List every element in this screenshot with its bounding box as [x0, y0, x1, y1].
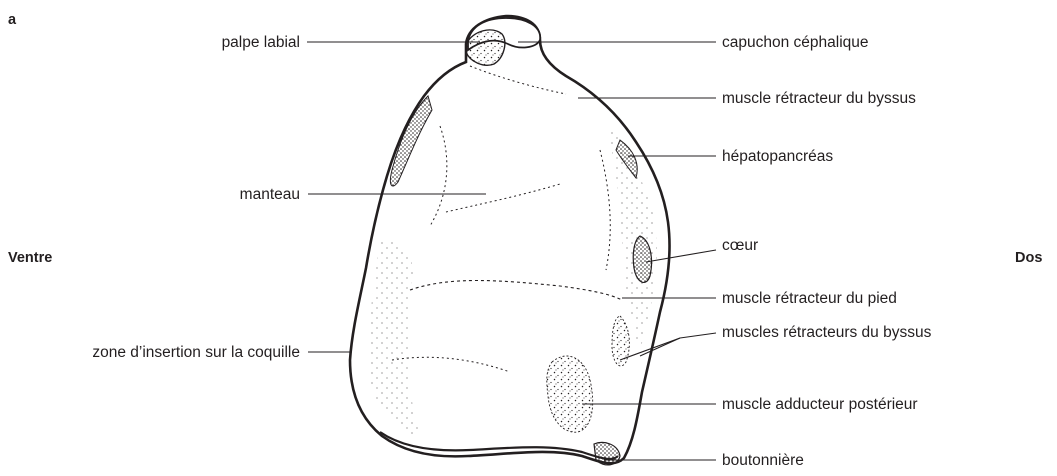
orientation-ventre: Ventre: [8, 250, 52, 266]
label-palpe-labial: palpe labial: [222, 34, 300, 51]
orientation-dos: Dos: [1015, 250, 1042, 266]
label-retracteur-pied: muscle rétracteur du pied: [722, 290, 897, 307]
label-hepatopancreas: hépatopancréas: [722, 148, 833, 165]
mussel-body-illustration: [350, 16, 670, 465]
leader-retracteurs-byssus-c: [680, 333, 716, 338]
label-coeur: cœur: [722, 237, 758, 254]
label-capuchon: capuchon céphalique: [722, 34, 869, 51]
label-retracteur-byssus: muscle rétracteur du byssus: [722, 90, 916, 107]
label-retracteurs-byssus: muscles rétracteurs du byssus: [722, 324, 932, 341]
label-adducteur: muscle adducteur postérieur: [722, 396, 918, 413]
label-boutonniere: boutonnière: [722, 452, 804, 469]
label-manteau: manteau: [240, 186, 300, 203]
panel-letter: a: [8, 12, 17, 28]
label-zone-insertion: zone d’insertion sur la coquille: [92, 344, 300, 361]
